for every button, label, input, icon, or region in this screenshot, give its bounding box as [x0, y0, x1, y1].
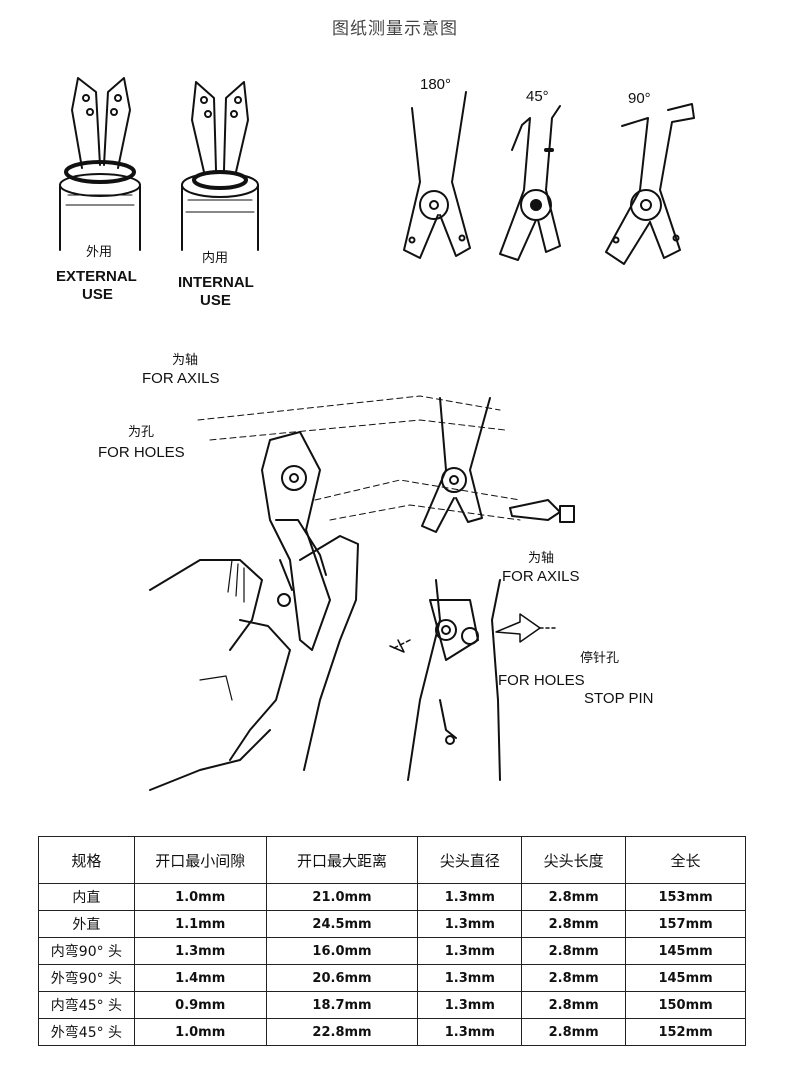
- table-cell: 内直: [38, 883, 135, 911]
- table-cell: 145mm: [625, 937, 746, 965]
- table-cell: 1.3mm: [133, 937, 267, 965]
- internal-label-en-1: INTERNAL: [178, 274, 254, 291]
- external-label-en-2: USE: [82, 286, 113, 303]
- tip-180-drawing: [403, 91, 471, 259]
- table-cell: 18.7mm: [265, 991, 419, 1019]
- table-row: 外弯45° 头 1.0mm 22.8mm 1.3mm 2.8mm 152mm: [38, 1018, 746, 1046]
- for-holes-label-en: FOR HOLES: [98, 444, 185, 461]
- stop-pin-label-en: STOP PIN: [584, 690, 654, 707]
- angle-90-label: 90°: [628, 90, 651, 107]
- table-cell: 153mm: [625, 883, 746, 911]
- table-cell: 1.3mm: [417, 991, 523, 1019]
- pliers-illustration: [59, 77, 695, 791]
- table-cell: 24.5mm: [265, 910, 419, 938]
- table-cell: 152mm: [625, 1018, 746, 1046]
- table-cell: 内弯45° 头: [38, 991, 135, 1019]
- table-cell: 150mm: [625, 991, 746, 1019]
- table-header: 开口最小间隙: [133, 836, 267, 884]
- stop-pin-label-cn: 停针孔: [580, 651, 620, 666]
- angle-180-label: 180°: [420, 76, 452, 93]
- table-header: 尖头长度: [521, 836, 627, 884]
- table-cell: 1.3mm: [417, 883, 523, 911]
- for-axils-2-label-en: FOR AXILS: [502, 568, 580, 585]
- table-row: 内弯45° 头 0.9mm 18.7mm 1.3mm 2.8mm 150mm: [38, 991, 746, 1019]
- tip-90-drawing: [605, 103, 695, 265]
- internal-use-drawing: [181, 81, 259, 251]
- small-pliers-drawing: [421, 397, 575, 533]
- table-cell: 1.3mm: [417, 964, 523, 992]
- for-axils-2-label-cn: 为轴: [528, 551, 555, 566]
- table-cell: 外直: [38, 910, 135, 938]
- table-cell: 1.0mm: [133, 1018, 267, 1046]
- external-label-en-1: EXTERNAL: [56, 268, 137, 285]
- table-cell: 2.8mm: [521, 910, 627, 938]
- table-cell: 内弯90° 头: [38, 937, 135, 965]
- table-cell: 1.4mm: [133, 964, 267, 992]
- table-cell: 外弯90° 头: [38, 964, 135, 992]
- table-cell: 145mm: [625, 964, 746, 992]
- table-cell: 2.8mm: [521, 1018, 627, 1046]
- table-cell: 21.0mm: [265, 883, 419, 911]
- table-cell: 1.3mm: [417, 1018, 523, 1046]
- table-cell: 20.6mm: [265, 964, 419, 992]
- table-cell: 0.9mm: [133, 991, 267, 1019]
- table-cell: 1.0mm: [133, 883, 267, 911]
- external-label-cn: 外用: [86, 245, 113, 260]
- table-cell: 2.8mm: [521, 937, 627, 965]
- angle-45-label: 45°: [526, 88, 549, 105]
- table-cell: 22.8mm: [265, 1018, 419, 1046]
- for-axils-label-cn: 为轴: [172, 353, 199, 368]
- spec-table: 规格 开口最小间隙 开口最大距离 尖头直径 尖头长度 全长 内直 1.0mm 2…: [38, 836, 746, 1046]
- table-row: 内弯90° 头 1.3mm 16.0mm 1.3mm 2.8mm 145mm: [38, 937, 746, 965]
- for-holes-label-cn: 为孔: [128, 425, 155, 440]
- table-header: 尖头直径: [417, 836, 523, 884]
- table-cell: 1.1mm: [133, 910, 267, 938]
- page-title: 图纸测量示意图: [332, 19, 458, 39]
- table-cell: 16.0mm: [265, 937, 419, 965]
- table-header: 开口最大距离: [265, 836, 419, 884]
- external-use-drawing: [59, 77, 141, 251]
- table-cell: 2.8mm: [521, 883, 627, 911]
- table-row: 外直 1.1mm 24.5mm 1.3mm 2.8mm 157mm: [38, 910, 746, 938]
- table-header: 规格: [38, 836, 135, 884]
- table-header: 全长: [625, 836, 746, 884]
- table-header-row: 规格 开口最小间隙 开口最大距离 尖头直径 尖头长度 全长: [38, 836, 746, 884]
- table-cell: 1.3mm: [417, 910, 523, 938]
- table-cell: 2.8mm: [521, 991, 627, 1019]
- internal-label-cn: 内用: [202, 251, 229, 266]
- table-cell: 1.3mm: [417, 937, 523, 965]
- table-cell: 157mm: [625, 910, 746, 938]
- table-row: 内直 1.0mm 21.0mm 1.3mm 2.8mm 153mm: [38, 883, 746, 911]
- tip-45-drawing: [499, 105, 561, 261]
- table-cell: 外弯45° 头: [38, 1018, 135, 1046]
- for-holes-2-label-en: FOR HOLES: [498, 672, 585, 689]
- table-row: 外弯90° 头 1.4mm 20.6mm 1.3mm 2.8mm 145mm: [38, 964, 746, 992]
- stop-pin-drawing: [389, 579, 557, 781]
- table-cell: 2.8mm: [521, 964, 627, 992]
- for-axils-label-en: FOR AXILS: [142, 370, 220, 387]
- internal-label-en-2: USE: [200, 292, 231, 309]
- hand-pliers-drawing: [149, 395, 521, 791]
